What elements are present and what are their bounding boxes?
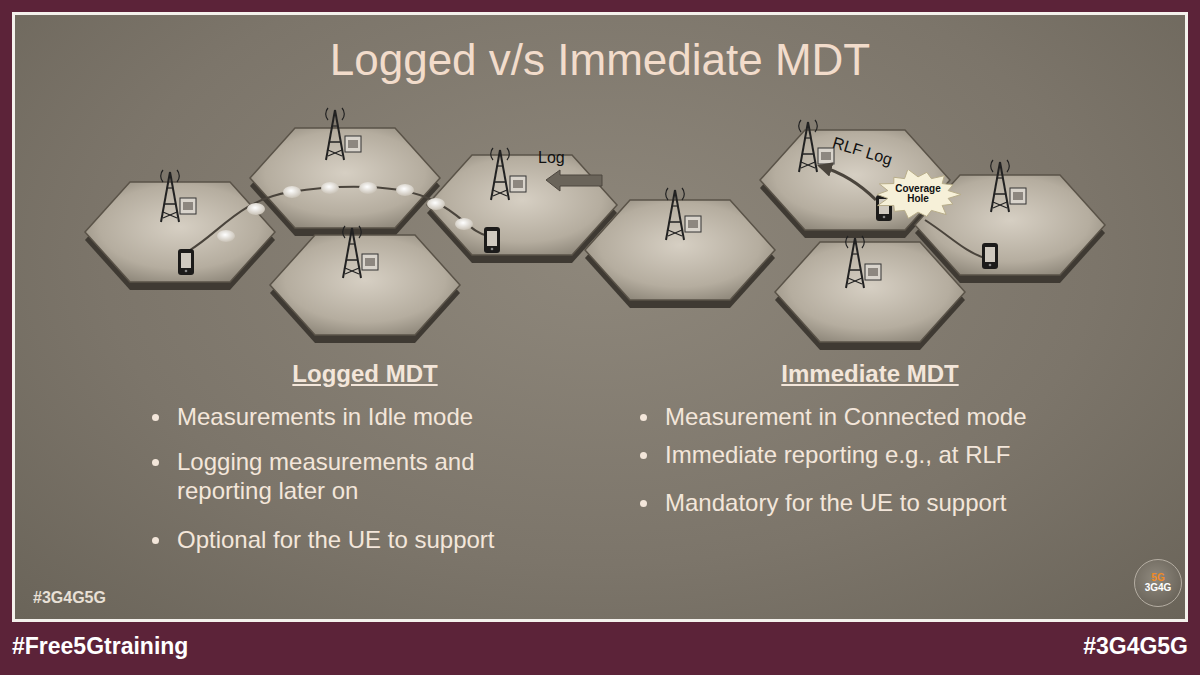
bullet-dot <box>152 537 159 544</box>
logo-text: 3G4G <box>1145 583 1172 594</box>
hashtag-watermark: #3G4G5G <box>33 588 173 607</box>
bullet-dot <box>152 414 159 421</box>
footer-hashtag: #3G4G5G <box>868 633 1188 661</box>
burst-shape <box>877 170 961 218</box>
log-label: Log <box>538 148 598 167</box>
bullet-text: Optional for the UE to support <box>177 526 567 555</box>
burst-label: Coverage Hole <box>895 184 941 205</box>
bullet-dot <box>640 414 647 421</box>
bullet-dot <box>152 459 159 466</box>
rlf-log-label: RLF Log <box>830 133 912 175</box>
column-heading: Immediate MDT <box>735 360 1005 389</box>
bullet-text: Mandatory for the UE to support <box>665 489 1135 518</box>
bullet-text: Immediate reporting e.g., at RLF <box>665 441 1135 470</box>
logo-text: 5G <box>1151 573 1164 584</box>
column-heading: Logged MDT <box>230 360 500 389</box>
bullet-text: Measurements in Idle mode <box>177 403 567 432</box>
logo-badge: 5G3G4G <box>1134 559 1182 607</box>
footer-hashtag: #Free5Gtraining <box>12 633 332 661</box>
coverage-hole-burst: Coverage Hole <box>875 170 961 219</box>
bullet-text: Measurement in Connected mode <box>665 403 1135 432</box>
bullet-text: Logging measurements and reporting later… <box>177 448 537 506</box>
bullet-dot <box>640 500 647 507</box>
bullet-dot <box>640 452 647 459</box>
slide-title: Logged v/s Immediate MDT <box>100 34 1100 87</box>
